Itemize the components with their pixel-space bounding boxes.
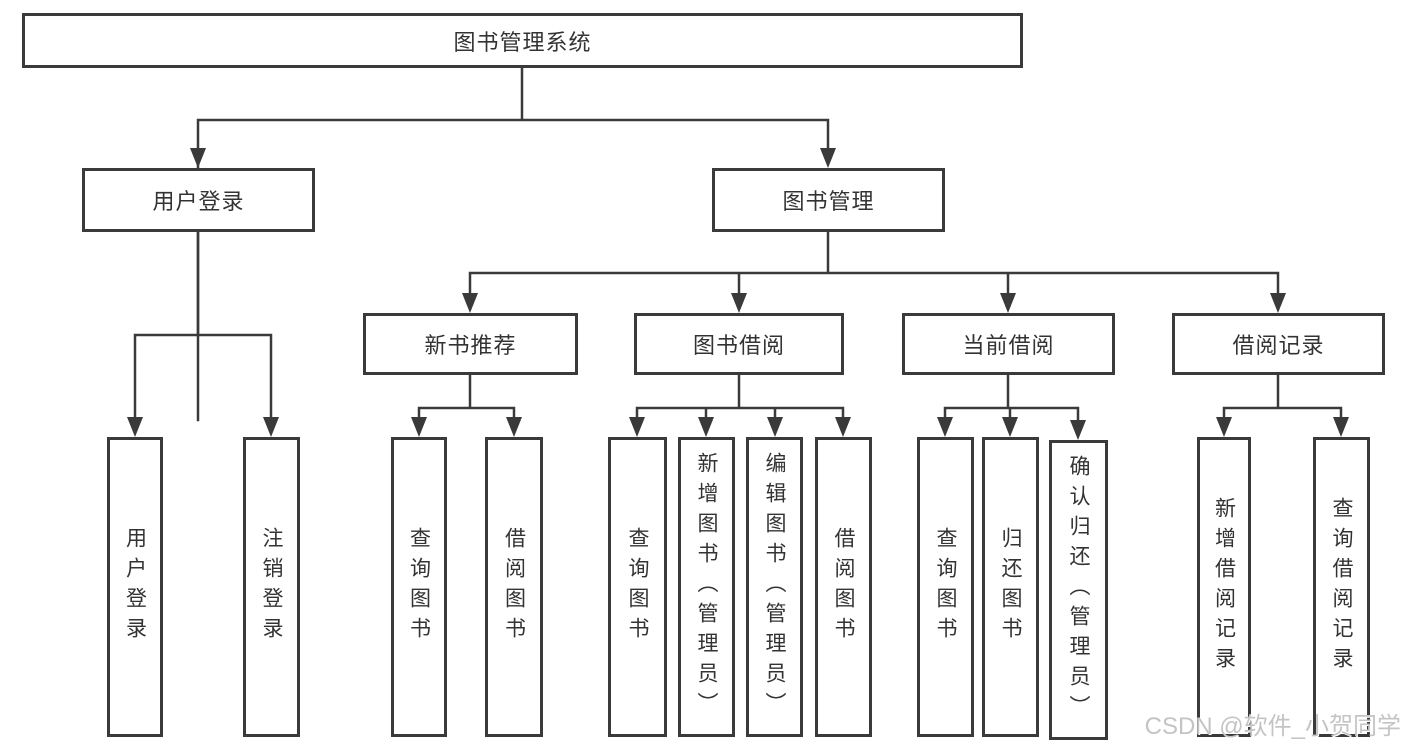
- leaf-borrow-books-borrowing: 借阅图书: [815, 437, 872, 737]
- leaf-user-login: 用户登录: [107, 437, 163, 737]
- node-label: 查询图书: [626, 527, 649, 647]
- csdn-watermark: CSDN @软件_小贺同学: [1144, 713, 1401, 740]
- node-label: 注销登录: [260, 527, 283, 647]
- leaf-edit-books-admin: 编辑图书（管理员）: [746, 437, 803, 737]
- node-new-book-recommendation: 新书推荐: [363, 313, 578, 375]
- leaf-logout-login: 注销登录: [243, 437, 300, 737]
- node-label: 借阅记录: [1232, 333, 1325, 358]
- leaf-query-books-recommend: 查询图书: [391, 437, 447, 737]
- node-current-borrowing: 当前借阅: [902, 313, 1115, 375]
- node-label: 编辑图书（管理员）: [763, 452, 786, 722]
- leaf-add-borrow-record: 新增借阅记录: [1197, 437, 1251, 737]
- node-label: 当前借阅: [962, 333, 1055, 358]
- node-library-system: 图书管理系统: [22, 13, 1023, 68]
- node-label: 图书借阅: [692, 333, 785, 358]
- node-label: 确认归还（管理员）: [1067, 455, 1090, 725]
- node-book-management: 图书管理: [712, 168, 945, 232]
- node-label: 用户登录: [152, 189, 245, 214]
- leaf-query-borrow-record: 查询借阅记录: [1313, 437, 1370, 737]
- node-label: 归还图书: [999, 527, 1022, 647]
- node-borrowing-records: 借阅记录: [1172, 313, 1385, 375]
- leaf-confirm-return-admin: 确认归还（管理员）: [1049, 440, 1108, 740]
- leaf-query-books-current: 查询图书: [917, 437, 974, 737]
- node-book-borrowing: 图书借阅: [634, 313, 844, 375]
- node-label: 用户登录: [123, 527, 147, 647]
- leaf-borrow-books-recommend: 借阅图书: [485, 437, 543, 737]
- node-label: 查询借阅记录: [1330, 497, 1353, 677]
- node-label: 查询图书: [407, 527, 431, 647]
- node-label: 图书管理: [782, 189, 875, 214]
- node-label: 查询图书: [934, 527, 957, 647]
- node-label: 借阅图书: [502, 527, 526, 647]
- node-label: 新增借阅记录: [1212, 497, 1236, 677]
- leaf-add-books-admin: 新增图书（管理员）: [678, 437, 735, 737]
- node-label: 新增图书（管理员）: [695, 452, 718, 722]
- leaf-query-books-borrowing: 查询图书: [608, 437, 667, 737]
- node-label: 新书推荐: [424, 333, 517, 358]
- leaf-return-books: 归还图书: [982, 437, 1039, 737]
- node-label: 图书管理系统: [453, 29, 592, 55]
- node-label: 借阅图书: [832, 527, 855, 647]
- node-user-login: 用户登录: [82, 168, 315, 232]
